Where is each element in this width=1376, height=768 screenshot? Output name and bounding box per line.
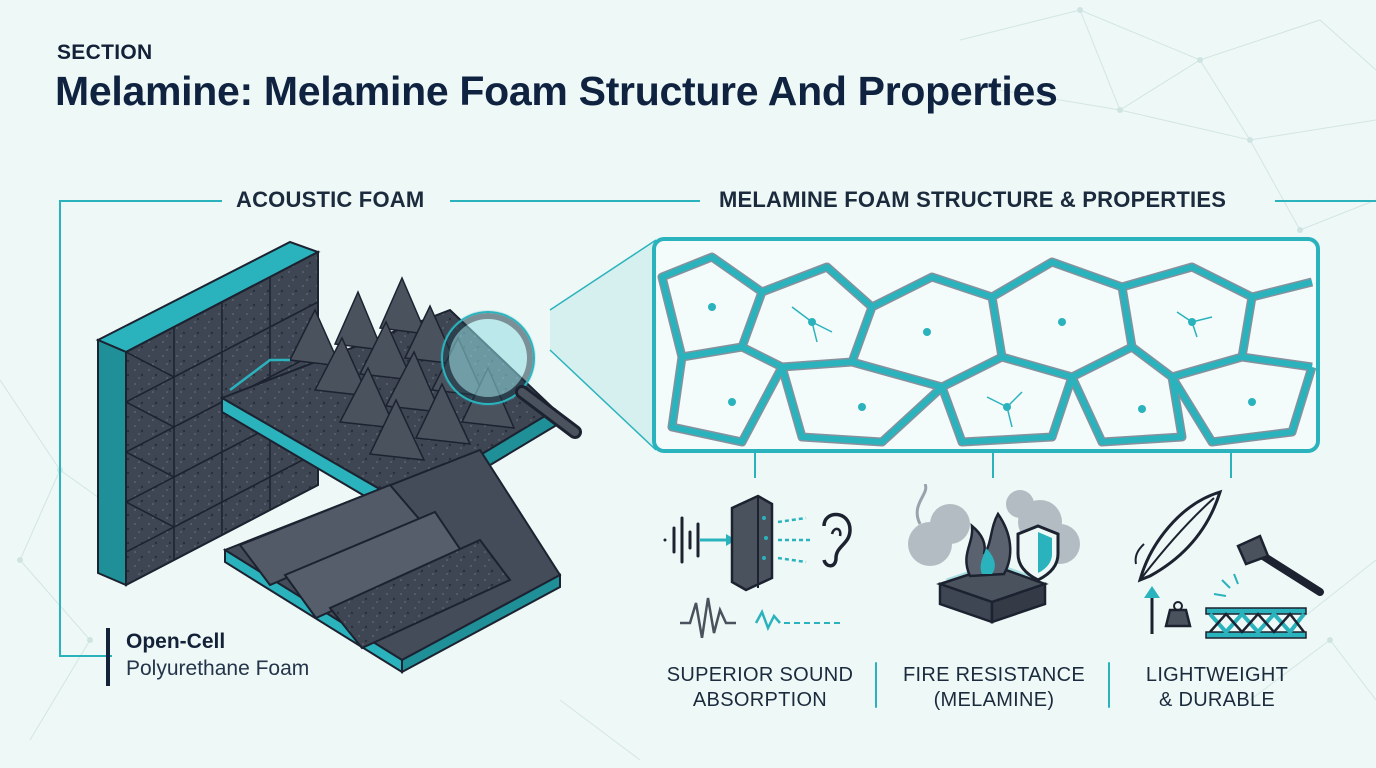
sound-absorption-icon [663,494,852,638]
acoustic-foam-label: ACOUSTIC FOAM [222,187,439,213]
section-eyebrow: SECTION [57,41,153,64]
acoustic-foam-illustration [95,240,562,674]
page-title: Melamine: Melamine Foam Structure And Pr… [55,68,1058,114]
property-line2: ABSORPTION [692,689,828,711]
melamine-cell-structure [652,237,1320,453]
fire-resistance-icon [908,484,1080,624]
property-fire-resistance: FIRE RESISTANCE (MELAMINE) [884,663,1104,713]
property-line2: (MELAMINE) [933,689,1055,711]
melamine-structure-label: MELAMINE FOAM STRUCTURE & PROPERTIES [705,187,1241,213]
magnifier-icon [440,310,582,439]
property-lightweight-durable: LIGHTWEIGHT & DURABLE [1107,663,1327,713]
foam-caption: Open-Cell Polyurethane Foam [106,628,309,686]
property-divider [875,662,877,708]
foam-caption-title: Open-Cell [126,630,226,653]
property-divider [1108,662,1110,708]
property-line1: SUPERIOR SOUND [666,664,854,686]
lightweight-durable-icon [1134,489,1324,639]
zoom-beam [549,239,657,451]
property-line1: LIGHTWEIGHT [1145,664,1289,686]
property-sound-absorption: SUPERIOR SOUND ABSORPTION [650,663,870,713]
property-line1: FIRE RESISTANCE [903,664,1085,686]
foam-caption-subtitle: Polyurethane Foam [126,657,310,680]
property-line2: & DURABLE [1158,689,1276,711]
